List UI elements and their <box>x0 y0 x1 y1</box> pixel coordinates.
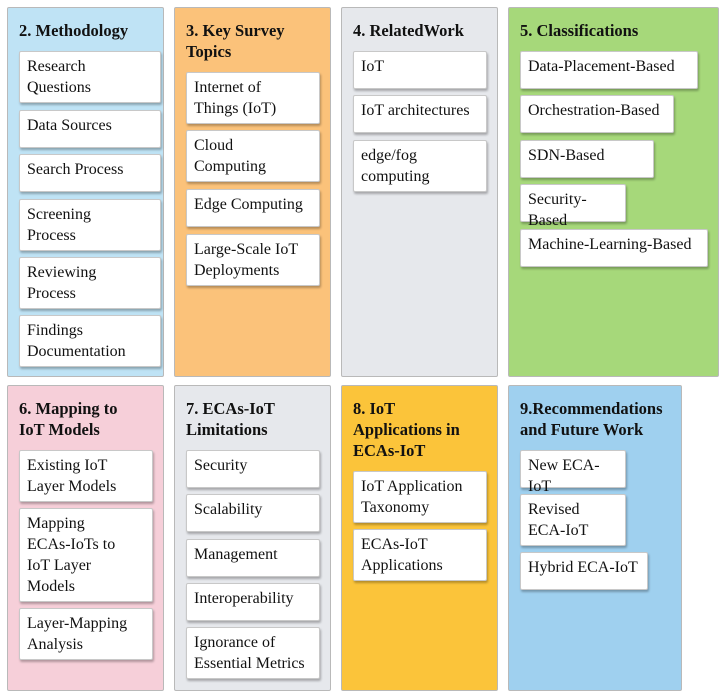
section-classifications: 5. Classifications Data-Placement-Based … <box>508 7 719 377</box>
box-large-scale-iot: Large-Scale IoT Deployments <box>186 234 320 286</box>
box-security-based: Security-Based <box>520 184 626 229</box>
box-screening-process: Screening Process <box>19 199 161 251</box>
box-data-sources: Data Sources <box>19 110 161 148</box>
box-cloud-computing: Cloud Computing <box>186 130 320 182</box>
box-iot: IoT <box>353 51 487 89</box>
section-recommendations: 9.Recommendations and Future Work New EC… <box>508 385 682 691</box>
box-search-process: Search Process <box>19 154 161 192</box>
box-layer-mapping-analysis: Layer-Mapping Analysis <box>19 608 153 660</box>
section-title: 8. IoT Applications in ECAs-IoT <box>353 399 460 460</box>
box-security: Security <box>186 450 320 488</box>
section-title: 5. Classifications <box>520 21 639 40</box>
section-methodology: 2. Methodology Research Questions Data S… <box>7 7 164 377</box>
section-title: 9.Recommendations and Future Work <box>520 399 663 439</box>
section-title: 4. RelatedWork <box>353 21 464 40</box>
box-research-questions: Research Questions <box>19 51 161 103</box>
box-interoperability: Interoperability <box>186 583 320 621</box>
box-mapping-ecas-iots: Mapping ECAs-IoTs to IoT Layer Models <box>19 508 153 602</box>
box-ecas-iot-applications: ECAs-IoT Applications <box>353 529 487 581</box>
box-management: Management <box>186 539 320 577</box>
section-related-work: 4. RelatedWork IoT IoT architectures edg… <box>341 7 498 377</box>
box-edge-computing: Edge Computing <box>186 189 320 227</box>
box-iot-application-taxonomy: IoT Application Taxonomy <box>353 471 487 523</box>
box-revised-eca-iot: Revised ECA-IoT <box>520 494 626 546</box>
box-sdn-based: SDN-Based <box>520 140 654 178</box>
box-edge-fog-computing: edge/fog computing <box>353 140 487 192</box>
box-reviewing-process: Reviewing Process <box>19 257 161 309</box>
section-title: 6. Mapping to IoT Models <box>19 399 118 439</box>
section-title: 2. Methodology <box>19 21 129 40</box>
box-data-placement-based: Data-Placement-Based <box>520 51 698 89</box>
section-iot-applications: 8. IoT Applications in ECAs-IoT IoT Appl… <box>341 385 498 691</box>
box-orchestration-based: Orchestration-Based <box>520 95 674 133</box>
box-findings-documentation: Findings Documentation <box>19 315 161 367</box>
box-scalability: Scalability <box>186 494 320 532</box>
section-key-survey-topics: 3. Key Survey Topics Internet of Things … <box>174 7 331 377</box>
box-new-eca-iot: New ECA-IoT <box>520 450 626 495</box>
box-existing-iot-layer-models: Existing IoT Layer Models <box>19 450 153 502</box>
section-title: 3. Key Survey Topics <box>186 21 285 61</box>
box-internet-of-things: Internet of Things (IoT) <box>186 72 320 124</box>
section-title: 7. ECAs-IoT Limitations <box>186 399 275 439</box>
section-ecas-iot-limitations: 7. ECAs-IoT Limitations Security Scalabi… <box>174 385 331 691</box>
section-mapping-iot-models: 6. Mapping to IoT Models Existing IoT La… <box>7 385 164 691</box>
box-machine-learning-based: Machine-Learning-Based <box>520 229 708 267</box>
box-hybrid-eca-iot: Hybrid ECA-IoT <box>520 552 648 590</box>
box-ignorance-essential-metrics: Ignorance of Essential Metrics <box>186 627 320 679</box>
box-iot-architectures: IoT architectures <box>353 95 487 133</box>
